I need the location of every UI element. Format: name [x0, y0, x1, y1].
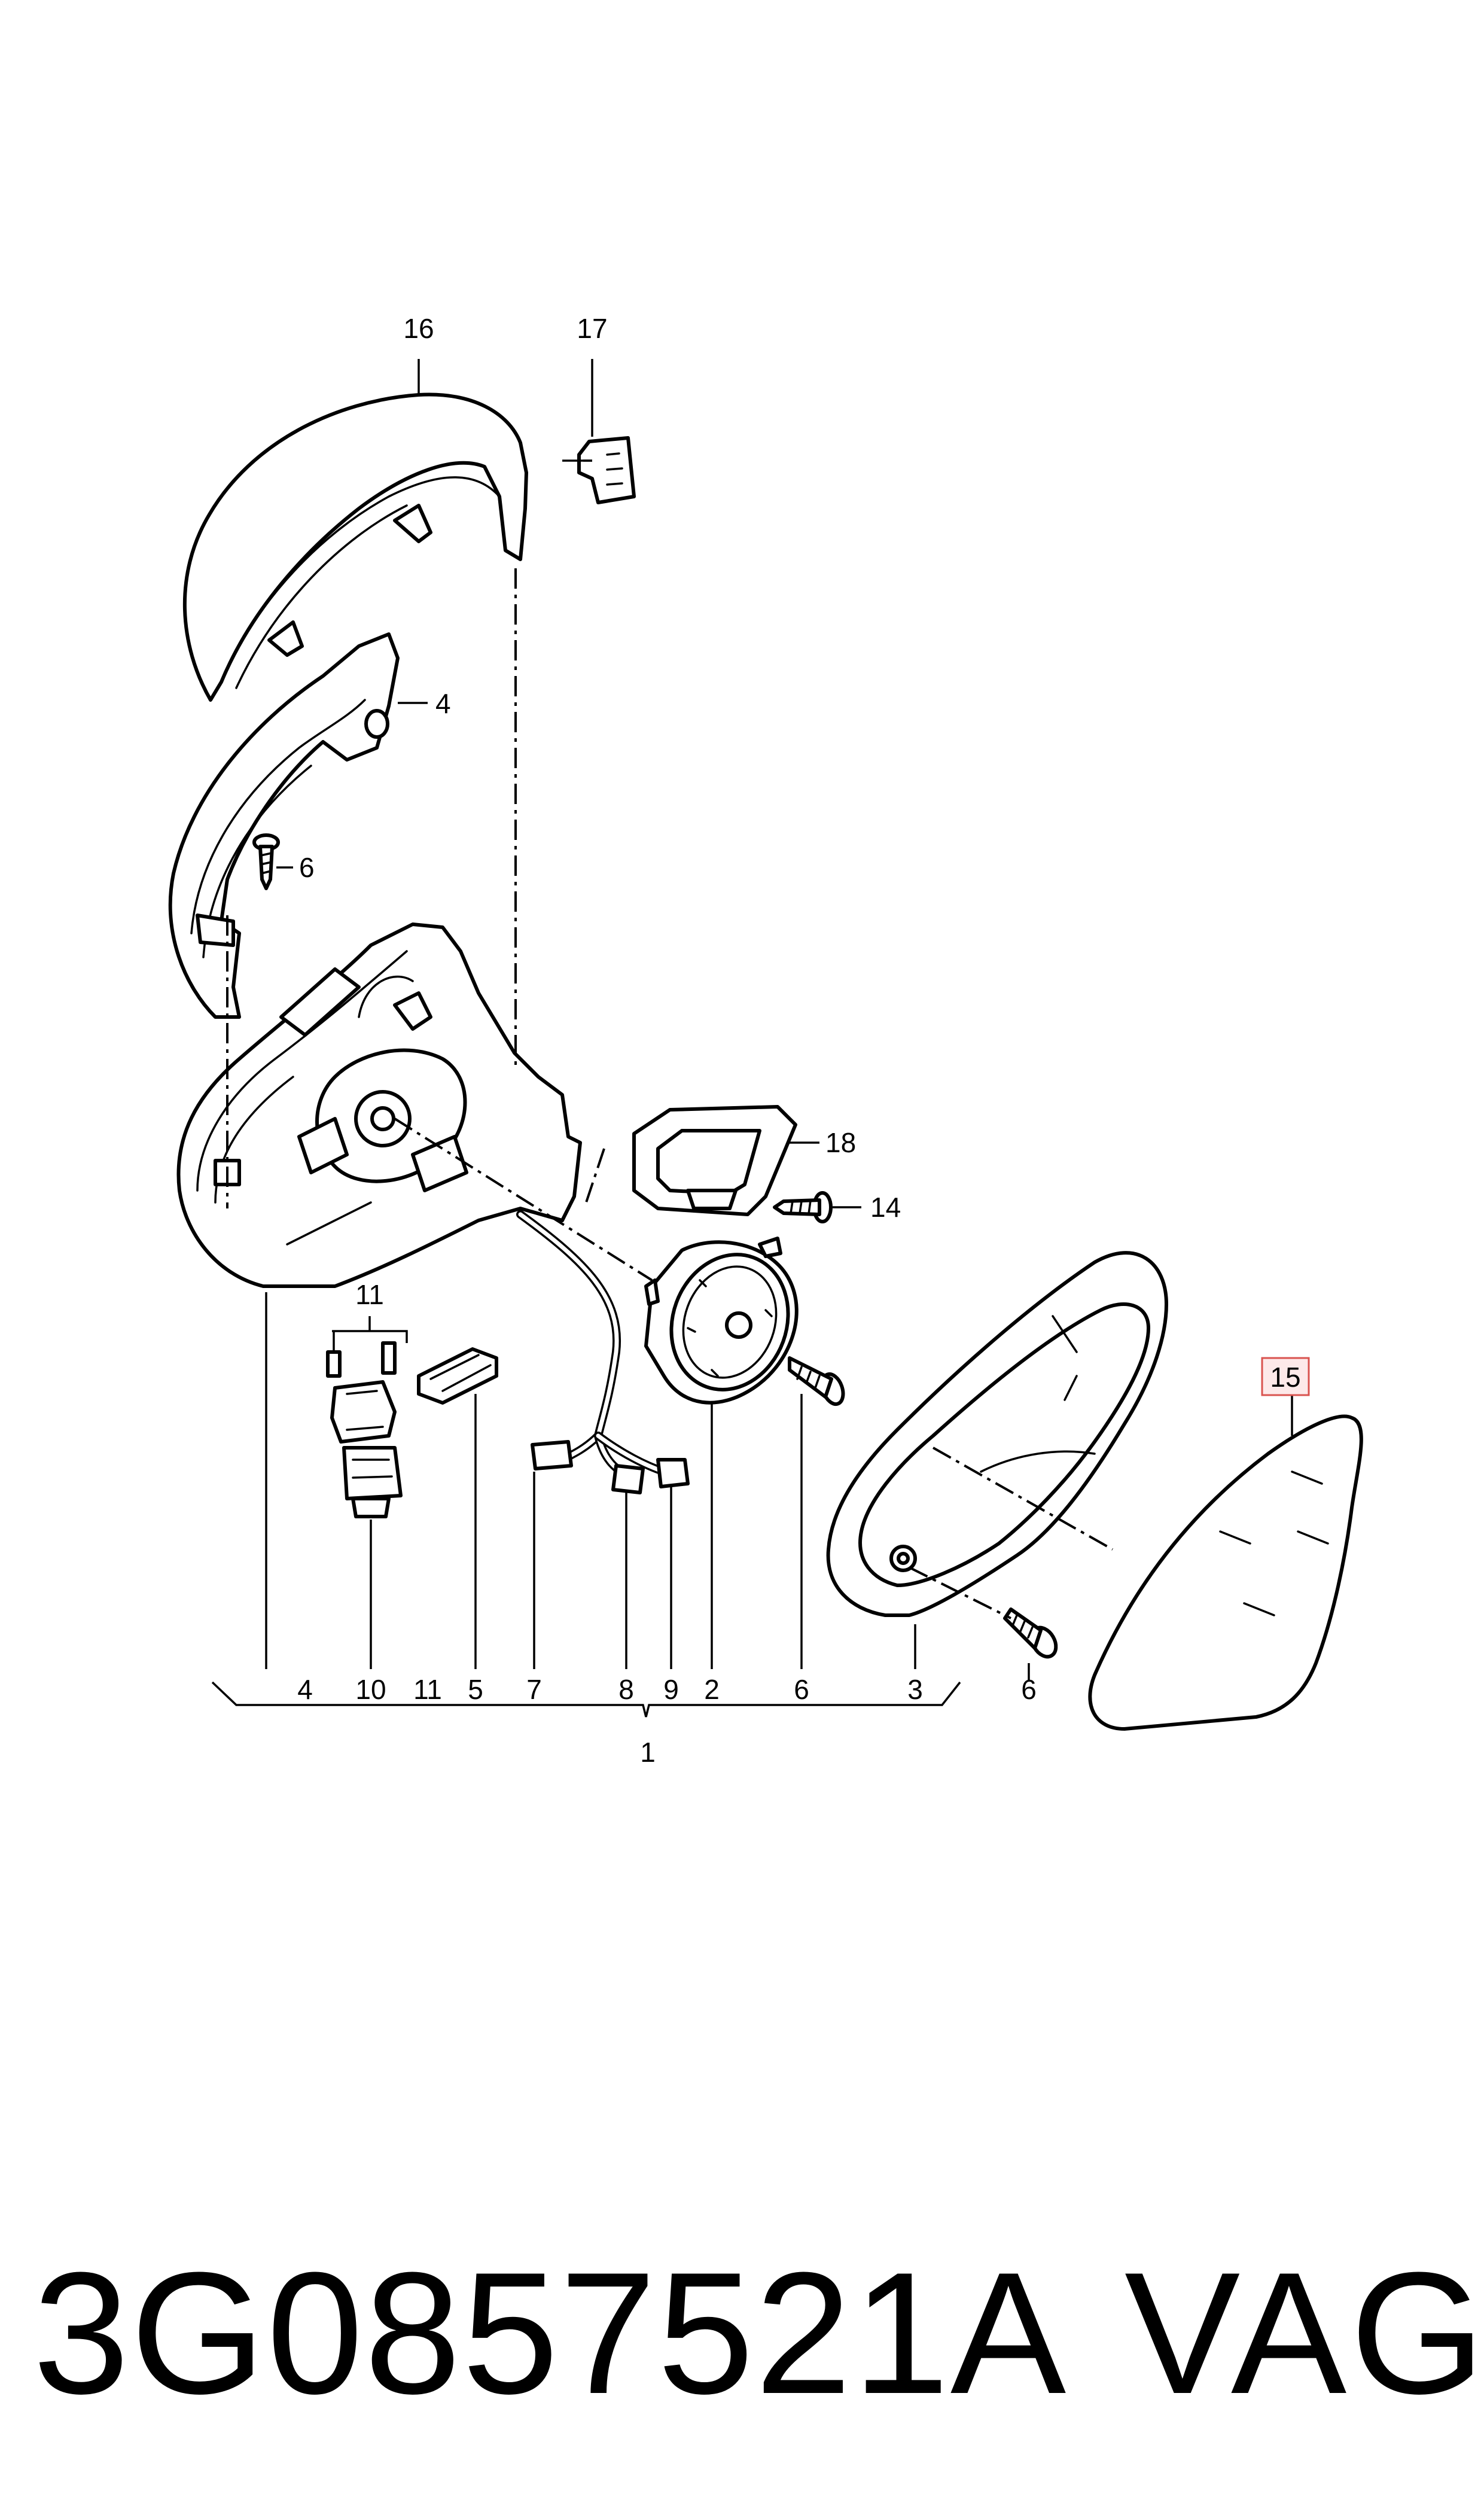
bottom-callout-3: 3	[907, 1674, 923, 1705]
callout-17: 17	[577, 313, 607, 344]
wiring-harness	[516, 1210, 690, 1494]
connector-part-5	[417, 1347, 498, 1669]
exploded-parts-diagram: 16 17 4 6 18 14 11 15 4 10 11 5 7 892 6 3 6 1	[168, 313, 1363, 1768]
leader-lines	[265, 359, 803, 1669]
bottom-callout-6: 6	[1021, 1674, 1037, 1705]
bottom-callout-2: 2	[704, 1674, 720, 1705]
motor-part-2	[644, 1237, 799, 1405]
bottom-callout-9: 9	[663, 1674, 679, 1705]
callout-15-highlighted: 15	[1261, 1357, 1310, 1396]
callout-11-top: 11	[355, 1279, 384, 1310]
gasket-part-18	[632, 1105, 819, 1216]
mirror-glass-part-15	[1088, 1396, 1363, 1731]
footer: 3G0857521A VAG	[0, 2225, 1484, 2441]
assembly-label-1: 1	[640, 1737, 656, 1768]
brand-label: VAG	[1125, 2236, 1484, 2430]
bottom-callout-7: 7	[526, 1674, 542, 1705]
mirror-frame-part-3	[826, 1251, 1168, 1669]
callout-14: 14	[870, 1192, 901, 1223]
screw-part-6-right	[1003, 1607, 1058, 1681]
part-number: 3G0857521A	[33, 2236, 1068, 2430]
callout-16: 16	[403, 313, 434, 344]
callout-6-top: 6	[299, 852, 315, 883]
mirror-housing	[176, 922, 582, 1288]
bottom-callout-8: 8	[618, 1674, 634, 1705]
clip-part-17	[562, 436, 636, 504]
bottom-callout-11: 11	[413, 1674, 442, 1705]
turn-signal-part-4	[168, 632, 400, 1019]
mirror-cap-part-16	[182, 392, 528, 702]
callout-4-top: 4	[435, 688, 451, 719]
assembly-guide-lines	[226, 568, 1113, 1619]
assembly-bracket	[211, 1681, 961, 1718]
screw-part-6-top	[252, 833, 293, 890]
callout-18: 18	[825, 1127, 856, 1158]
svg-text:15: 15	[1270, 1362, 1300, 1393]
bottom-callout-5: 5	[468, 1674, 483, 1705]
bottom-callout-6: 6	[794, 1674, 809, 1705]
screw-part-6-middle	[788, 1356, 845, 1406]
bracket-part-11	[326, 1316, 408, 1444]
screw-part-14	[773, 1191, 861, 1223]
bottom-callout-10: 10	[355, 1674, 386, 1705]
switch-part-10	[342, 1446, 403, 1669]
bottom-callout-4: 4	[297, 1674, 313, 1705]
